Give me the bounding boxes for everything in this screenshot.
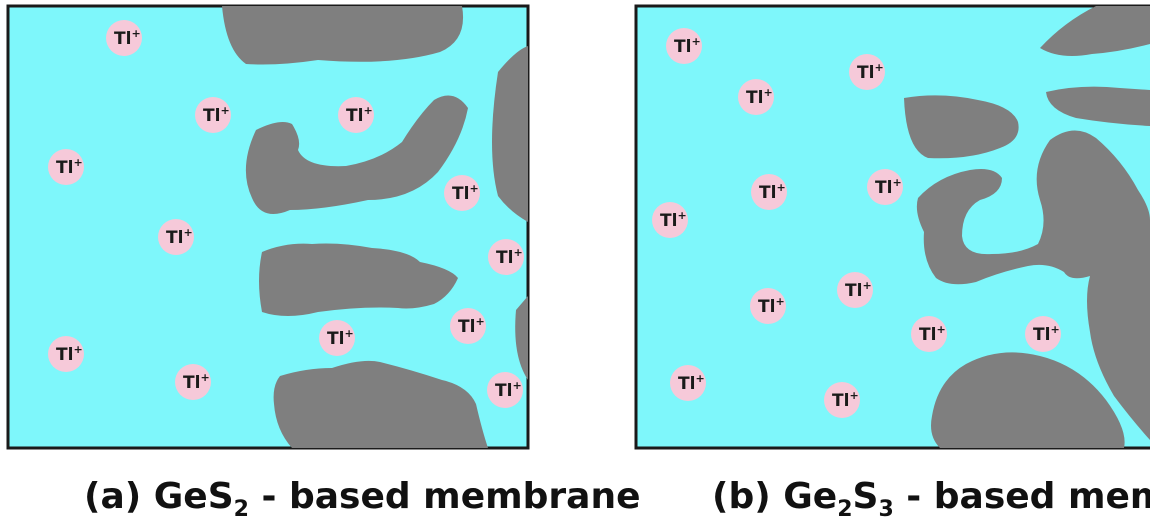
- tl-ion: Tl+: [751, 174, 787, 210]
- svg-text:Tl+: Tl+: [495, 379, 522, 401]
- panel-b-membrane: [904, 6, 1150, 448]
- svg-text:Tl+: Tl+: [857, 61, 884, 83]
- membrane-particle: [273, 360, 488, 448]
- tl-ion: Tl+: [750, 288, 786, 324]
- tl-ion: Tl+: [338, 97, 374, 133]
- membrane-particle: [245, 95, 468, 214]
- svg-text:Tl+: Tl+: [452, 182, 479, 204]
- panel-a-solution: [6, 4, 530, 450]
- tl-ion: Tl+: [824, 382, 860, 418]
- svg-text:Tl+: Tl+: [875, 176, 902, 198]
- svg-text:Tl+: Tl+: [832, 389, 859, 411]
- svg-text:Tl+: Tl+: [496, 246, 523, 268]
- tl-ion: Tl+: [319, 320, 355, 356]
- membrane-particle: [222, 6, 464, 65]
- svg-text:Tl+: Tl+: [327, 327, 354, 349]
- panel-b: Tl+ Tl+ Tl+ Tl+ Tl+ Tl+ Tl+ Tl+ Tl+ Tl+ …: [634, 4, 1150, 522]
- tl-ion: Tl+: [195, 97, 231, 133]
- panel-b-ions: Tl+ Tl+ Tl+ Tl+ Tl+ Tl+ Tl+ Tl+ Tl+ Tl+ …: [652, 28, 1061, 418]
- svg-text:Tl+: Tl+: [56, 156, 83, 178]
- svg-text:Tl+: Tl+: [166, 226, 193, 248]
- svg-text:Tl+: Tl+: [203, 104, 230, 126]
- tl-ion: Tl+: [444, 175, 480, 211]
- tl-ion: Tl+: [106, 20, 142, 56]
- membrane-particle: [1040, 6, 1150, 56]
- tl-ion: Tl+: [48, 336, 84, 372]
- svg-text:Tl+: Tl+: [114, 27, 141, 49]
- svg-text:Tl+: Tl+: [758, 295, 785, 317]
- membrane-particle: [259, 243, 458, 316]
- tl-ion: Tl+: [738, 79, 774, 115]
- tl-ion: Tl+: [48, 149, 84, 185]
- tl-ion: Tl+: [158, 219, 194, 255]
- svg-text:Tl+: Tl+: [458, 315, 485, 337]
- tl-ion: Tl+: [837, 272, 873, 308]
- tl-ion: Tl+: [1025, 316, 1061, 352]
- svg-text:Tl+: Tl+: [746, 86, 773, 108]
- svg-text:Tl+: Tl+: [1033, 323, 1060, 345]
- svg-text:Tl+: Tl+: [183, 371, 210, 393]
- membrane-particle: [916, 130, 1150, 440]
- membrane-particle: [931, 352, 1125, 448]
- svg-text:Tl+: Tl+: [845, 279, 872, 301]
- tl-ion: Tl+: [175, 364, 211, 400]
- tl-ion: Tl+: [670, 365, 706, 401]
- tl-ion: Tl+: [450, 308, 486, 344]
- svg-text:Tl+: Tl+: [674, 35, 701, 57]
- tl-ion: Tl+: [666, 28, 702, 64]
- tl-ion: Tl+: [911, 316, 947, 352]
- svg-text:Tl+: Tl+: [919, 323, 946, 345]
- panel-a-caption: (a) GeS2 - based membrane: [84, 476, 641, 522]
- svg-text:Tl+: Tl+: [660, 209, 687, 231]
- tl-ion: Tl+: [488, 239, 524, 275]
- tl-ion: Tl+: [849, 54, 885, 90]
- membrane-particle: [904, 95, 1019, 159]
- tl-ion: Tl+: [652, 202, 688, 238]
- tl-ion: Tl+: [867, 169, 903, 205]
- membrane-particle: [515, 296, 528, 380]
- panel-a-ions: Tl+ Tl+ Tl+ Tl+ Tl+ Tl+ Tl+ Tl+ Tl+ Tl+ …: [48, 20, 524, 408]
- svg-text:Tl+: Tl+: [346, 104, 373, 126]
- svg-text:Tl+: Tl+: [678, 372, 705, 394]
- panel-a: Tl+ Tl+ Tl+ Tl+ Tl+ Tl+ Tl+ Tl+ Tl+ Tl+ …: [6, 4, 641, 522]
- tl-ion: Tl+: [487, 372, 523, 408]
- svg-text:Tl+: Tl+: [56, 343, 83, 365]
- svg-text:Tl+: Tl+: [759, 181, 786, 203]
- panel-a-membrane: [222, 6, 528, 448]
- membrane-particle: [1046, 86, 1150, 126]
- panel-b-caption: (b) Ge2S3 - based membrane: [712, 476, 1150, 522]
- membrane-particle: [492, 46, 528, 222]
